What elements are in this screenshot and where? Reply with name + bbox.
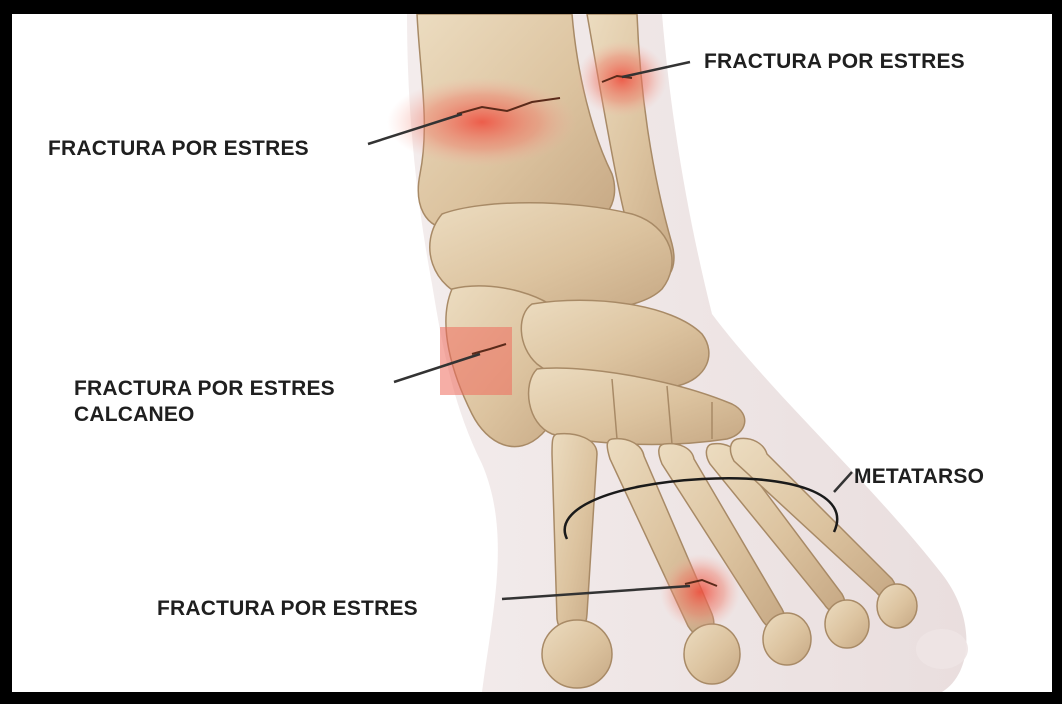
toe-5	[877, 584, 917, 628]
toe-1	[542, 620, 612, 688]
label-fracture-fibula: FRACTURA POR ESTRES	[704, 49, 965, 75]
diagram-panel: FRACTURA POR ESTRES FRACTURA POR ESTRES …	[12, 14, 1052, 692]
toe-3	[763, 613, 811, 665]
fracture-glow-calcaneus	[440, 327, 512, 395]
foot-skeleton-illustration	[12, 14, 1052, 692]
toe-2	[684, 624, 740, 684]
fracture-glow-tibia	[387, 77, 577, 167]
label-metatarso: METATARSO	[854, 464, 984, 490]
fracture-glow-metatarsal	[660, 554, 740, 630]
label-fracture-calcaneus-line1: FRACTURA POR ESTRES	[74, 376, 335, 402]
label-fracture-metatarsal: FRACTURA POR ESTRES	[157, 596, 418, 622]
label-fracture-calcaneus-line2: CALCANEO	[74, 402, 335, 428]
toe-tip-skin	[916, 629, 968, 669]
label-fracture-calcaneus: FRACTURA POR ESTRES CALCANEO	[74, 376, 335, 428]
fracture-glow-fibula	[577, 41, 667, 117]
toe-4	[825, 600, 869, 648]
label-fracture-tibia: FRACTURA POR ESTRES	[48, 136, 309, 162]
